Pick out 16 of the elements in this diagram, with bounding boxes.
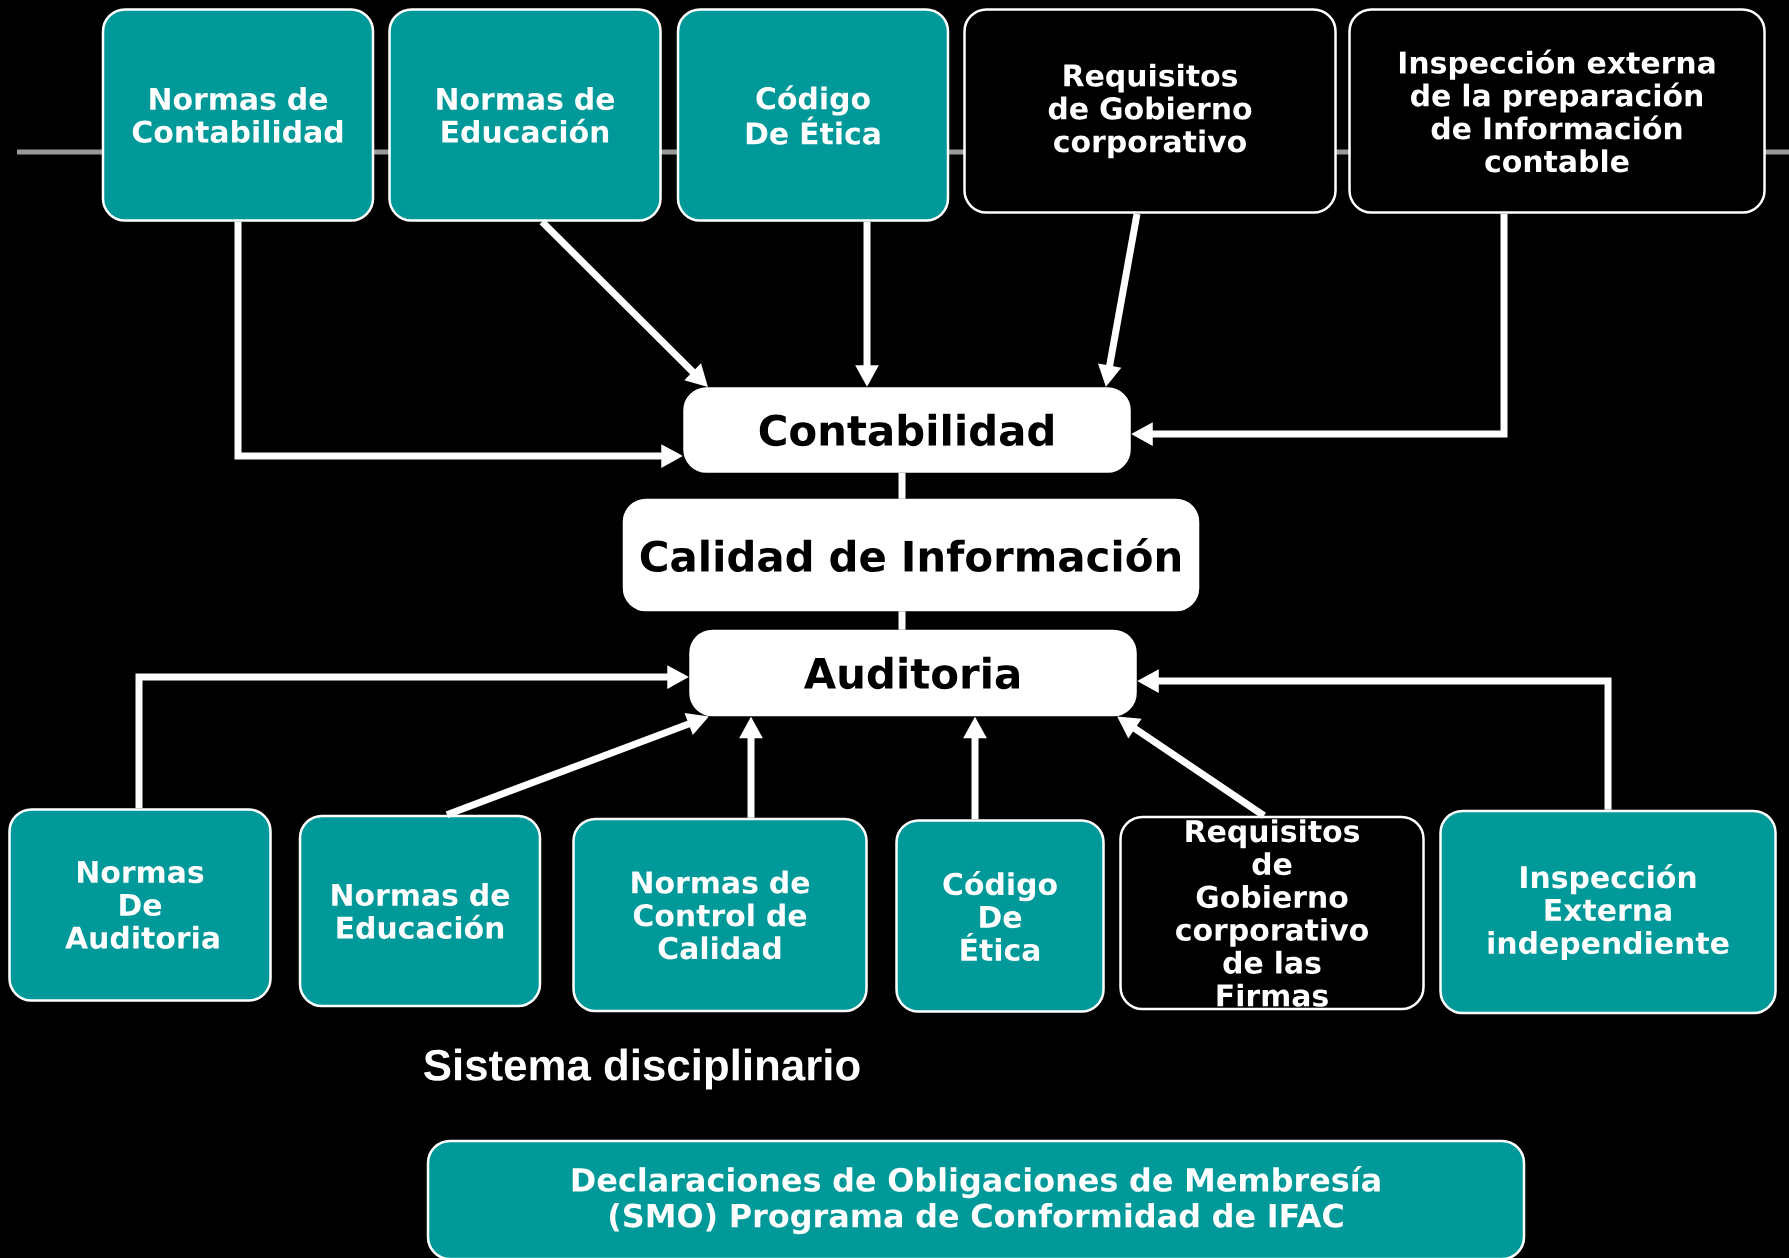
process-box: Normas de Contabilidad — [101, 8, 375, 222]
process-box: Normas de Educación — [388, 8, 662, 222]
process-box: Inspección Externa independiente — [1439, 809, 1777, 1015]
central-box: Calidad de Información — [622, 498, 1200, 612]
process-box: Requisitos de Gobierno corporativo — [963, 8, 1337, 214]
section-label: Sistema disciplinario — [424, 1048, 860, 1090]
process-box: Normas De Auditoria — [8, 808, 272, 1002]
process-box: Inspección externa de la preparación de Información contable — [1348, 8, 1766, 214]
process-box: Declaraciones de Obligaciones de Membresía (SMO) Programa de Conformidad de IFAC — [426, 1139, 1526, 1258]
process-box: Código De Ética — [895, 819, 1105, 1013]
central-box: Contabilidad — [683, 387, 1131, 473]
process-box: Código De Ética — [676, 8, 950, 222]
process-box: Requisitos de Gobierno corporativo de las Firmas — [1119, 815, 1425, 1011]
process-box: Normas de Control de Calidad — [572, 817, 868, 1013]
central-box: Auditoria — [689, 629, 1137, 717]
process-box: Normas de Educación — [298, 814, 542, 1008]
